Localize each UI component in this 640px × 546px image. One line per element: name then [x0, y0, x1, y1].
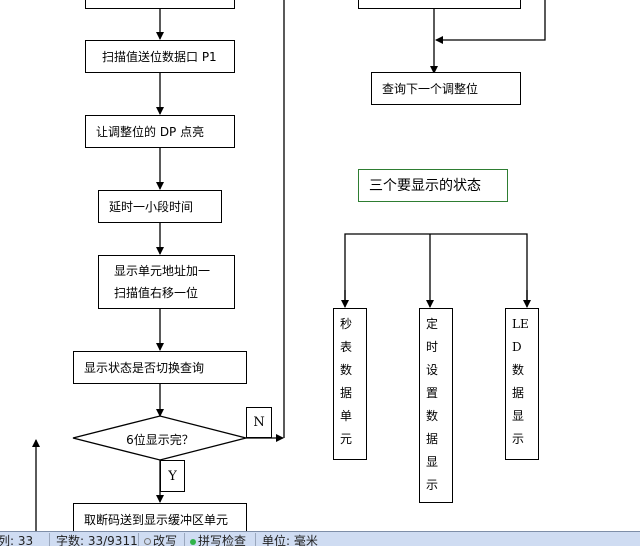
state-char: 元: [340, 432, 353, 446]
status-separator: [255, 533, 256, 546]
state-box-stopwatch: 秒 表 数 据 单 元: [333, 308, 367, 460]
overwrite-label: 改写: [153, 534, 178, 546]
state-char: D: [512, 340, 522, 354]
process-box-cut: [358, 0, 521, 9]
state-char: 数: [426, 409, 439, 423]
state-char: 秒: [340, 317, 353, 331]
state-char: 置: [426, 386, 439, 400]
spell-check-label: 拼写检查: [198, 534, 247, 546]
process-text: 查询下一个调整位: [382, 81, 479, 96]
decision-diamond: [72, 415, 247, 461]
state-char: 据: [512, 386, 525, 400]
state-char: LE: [512, 317, 529, 331]
arrow-connector: [435, 0, 546, 44]
state-char: 数: [340, 363, 353, 377]
status-separator: [49, 533, 50, 546]
document-canvas: 扫描值送位数据口 P1 让调整位的 DP 点亮 延时一小段时间 显示单元地址加一…: [32, 0, 546, 531]
states-title-box: 三个要显示的状态: [358, 169, 508, 202]
state-char: 显: [512, 409, 525, 423]
decision-text: 6位显示完？: [126, 433, 194, 447]
status-unit[interactable]: 单位: 毫米: [262, 534, 318, 546]
state-char: 显: [426, 455, 439, 469]
process-text: 让调整位的 DP 点亮: [96, 124, 205, 139]
process-send-p1: 扫描值送位数据口 P1: [85, 40, 235, 73]
status-spell-check[interactable]: 拼写检查: [190, 534, 246, 546]
process-text: 扫描值右移一位: [114, 286, 199, 300]
state-box-led: LE D 数 据 显 示: [505, 308, 539, 460]
overwrite-indicator-icon: [144, 538, 151, 545]
state-char: 时: [426, 340, 439, 354]
process-text: 取断码送到显示缓冲区单元: [84, 512, 229, 527]
state-char: 据: [340, 386, 353, 400]
process-fetch-code: 取断码送到显示缓冲区单元: [73, 503, 247, 531]
status-word-count[interactable]: 字数: 33/9311: [56, 534, 138, 546]
state-char: 表: [340, 340, 353, 354]
state-char: 设: [426, 363, 439, 377]
label-yes: Y: [160, 460, 185, 492]
status-column[interactable]: 列: 33: [0, 534, 34, 546]
status-separator: [138, 533, 139, 546]
label-no: N: [246, 407, 272, 438]
status-overwrite[interactable]: 改写: [144, 534, 177, 546]
state-char: 示: [426, 478, 439, 492]
flowchart-connectors: [32, 0, 546, 531]
process-address-shift: 显示单元地址加一 扫描值右移一位: [98, 255, 235, 309]
process-box-cut: [85, 0, 235, 9]
state-char: 数: [512, 363, 525, 377]
process-dp-light: 让调整位的 DP 点亮: [85, 115, 235, 148]
process-switch-query: 显示状态是否切换查询: [73, 351, 247, 384]
process-delay: 延时一小段时间: [98, 190, 222, 223]
process-text: 显示状态是否切换查询: [84, 360, 205, 375]
state-char: 示: [512, 432, 525, 446]
states-title: 三个要显示的状态: [369, 177, 481, 194]
state-char: 据: [426, 432, 439, 446]
spell-check-status-icon: [190, 538, 196, 545]
process-text: 显示单元地址加一: [114, 264, 211, 278]
process-text: 扫描值送位数据口 P1: [102, 49, 217, 64]
branch-line: [344, 233, 528, 304]
process-next-adjust: 查询下一个调整位: [371, 72, 521, 105]
process-text: 延时一小段时间: [109, 199, 194, 214]
state-char: 定: [426, 317, 439, 331]
status-separator: [184, 533, 185, 546]
status-bar: 列: 33 字数: 33/9311 改写 拼写检查 单位: 毫米: [0, 531, 640, 546]
state-box-timer-setting: 定 时 设 置 数 据 显 示: [419, 308, 453, 503]
state-char: 单: [340, 409, 353, 423]
